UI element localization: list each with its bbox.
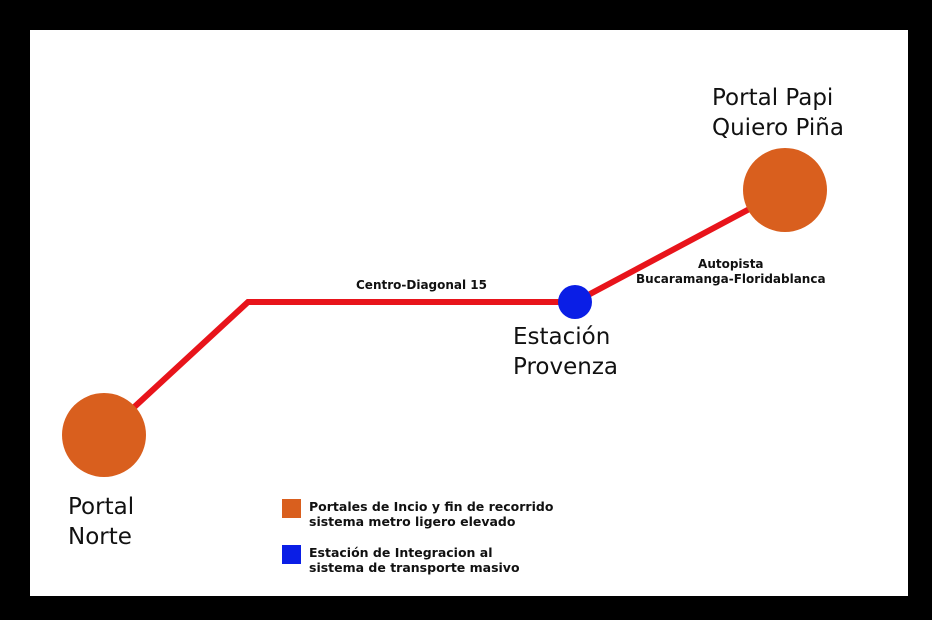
portal-norte-label: Portal Norte: [68, 494, 135, 550]
legend-swatch-integration: [282, 545, 301, 564]
provenza-node[interactable]: [558, 285, 592, 319]
legend-text-integration: Estación de Integracion al sistema de tr…: [309, 545, 520, 575]
provenza-label: Estación Provenza: [513, 324, 618, 380]
portal-papi-node[interactable]: [743, 148, 827, 232]
legend-item-integration: Estación de Integracion al sistema de tr…: [282, 545, 629, 575]
legend-swatch-portal: [282, 499, 301, 518]
map-frame: [30, 30, 908, 596]
portal-norte-node[interactable]: [62, 393, 146, 477]
legend-item-portal: Portales de Incio y fin de recorrido sis…: [282, 499, 629, 529]
centro-segment-label: Centro-Diagonal 15: [356, 278, 488, 292]
portal-papi-label: Portal Papi Quiero Piña: [712, 85, 844, 141]
legend-text-portal: Portales de Incio y fin de recorrido sis…: [309, 499, 554, 529]
route-line: [101, 187, 787, 438]
autopista-segment-label: Autopista Bucaramanga-Floridablanca: [636, 257, 826, 286]
